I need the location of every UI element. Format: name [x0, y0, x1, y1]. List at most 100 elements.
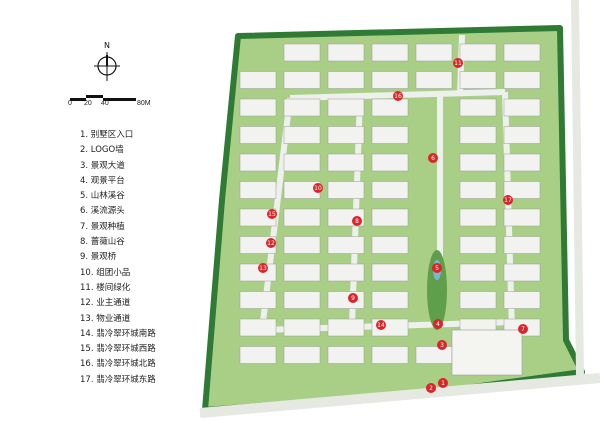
scale-label: 40 — [101, 100, 109, 107]
marker-label: 16 — [394, 93, 402, 100]
villa-building — [371, 346, 409, 364]
villa-building — [371, 153, 409, 172]
marker-label: 10 — [314, 185, 322, 192]
villa-building — [459, 236, 497, 254]
villa-building — [239, 291, 277, 309]
villa-building — [459, 208, 497, 227]
map-marker-4[interactable]: 4 — [433, 319, 443, 329]
marker-label: 2 — [429, 385, 433, 392]
map-marker-16[interactable]: 16 — [393, 91, 403, 101]
villa-building — [503, 153, 541, 172]
villa-building — [415, 43, 453, 62]
map-marker-11[interactable]: 11 — [453, 58, 463, 68]
marker-label: 8 — [355, 218, 359, 225]
villa-building — [327, 291, 365, 309]
marker-label: 17 — [504, 197, 512, 204]
villa-building — [283, 291, 321, 309]
map-marker-10[interactable]: 10 — [313, 183, 323, 193]
villa-building — [503, 98, 541, 117]
villa-building — [371, 126, 409, 144]
villa-building — [503, 208, 541, 227]
legend-item: 16. 翡冷翠环城北路 — [80, 359, 156, 370]
scale-bar — [70, 95, 136, 101]
villa-building — [283, 153, 321, 172]
map-marker-1[interactable]: 1 — [438, 378, 448, 388]
villa-building — [371, 71, 409, 89]
marker-label: 1 — [441, 380, 445, 387]
legend-item: 2. LOGO墙 — [80, 145, 124, 156]
map-marker-5[interactable]: 5 — [432, 263, 442, 273]
legend-item: 11. 楼间绿化 — [80, 282, 131, 293]
legend-item: 10. 组团小品 — [80, 267, 131, 278]
villa-building — [459, 181, 497, 199]
villa-building — [459, 98, 497, 117]
villa-building — [239, 346, 277, 364]
map-marker-6[interactable]: 6 — [428, 153, 438, 163]
villa-building — [459, 43, 497, 62]
villa-building — [239, 318, 277, 337]
map-marker-9[interactable]: 9 — [348, 293, 358, 303]
villa-building — [327, 43, 365, 62]
villa-buildings — [239, 43, 541, 364]
villa-building — [327, 153, 365, 172]
map-marker-8[interactable]: 8 — [352, 216, 362, 226]
legend-item: 4. 观景平台 — [80, 175, 125, 186]
villa-building — [283, 263, 321, 282]
map-marker-17[interactable]: 17 — [503, 195, 513, 205]
legend-item: 15. 翡冷翠环城西路 — [80, 344, 156, 355]
villa-building — [503, 291, 541, 309]
legend-item: 8. 蔷薇山谷 — [80, 237, 125, 248]
villa-building — [327, 98, 365, 117]
villa-building — [459, 126, 497, 144]
villa-building — [459, 291, 497, 309]
marker-label: 12 — [267, 240, 275, 247]
villa-building — [283, 318, 321, 337]
villa-building — [239, 181, 277, 199]
scale-label: 20 — [84, 100, 92, 107]
east-road — [571, 0, 584, 376]
legend-item: 7. 景观种植 — [80, 221, 125, 232]
map-marker-12[interactable]: 12 — [266, 238, 276, 248]
map-marker-7[interactable]: 7 — [518, 324, 528, 334]
villa-building — [239, 71, 277, 89]
map-marker-14[interactable]: 14 — [376, 320, 386, 330]
villa-building — [503, 43, 541, 62]
legend-item: 6. 溪流源头 — [80, 206, 125, 217]
villa-building — [327, 181, 365, 199]
villa-building — [283, 43, 321, 62]
villa-building — [327, 126, 365, 144]
map-marker-2[interactable]: 2 — [426, 383, 436, 393]
villa-building — [415, 346, 453, 364]
villa-building — [459, 263, 497, 282]
villa-building — [503, 181, 541, 199]
south-road — [199, 373, 600, 418]
villa-building — [371, 98, 409, 117]
villa-building — [459, 71, 497, 89]
villa-building — [503, 71, 541, 89]
villa-building — [283, 236, 321, 254]
legend-item: 14. 翡冷翠环城南路 — [80, 328, 156, 339]
scale-label: 80M — [137, 100, 151, 107]
villa-building — [503, 236, 541, 254]
legend-item: 5. 山林溪谷 — [80, 191, 125, 202]
legend-item: 17. 翡冷翠环城东路 — [80, 374, 156, 385]
map-marker-13[interactable]: 13 — [258, 263, 268, 273]
marker-label: 13 — [259, 265, 267, 272]
villa-building — [371, 208, 409, 227]
villa-building — [503, 126, 541, 144]
marker-label: 7 — [521, 326, 525, 333]
villa-building — [327, 71, 365, 89]
villa-building — [371, 291, 409, 309]
map-marker-3[interactable]: 3 — [437, 340, 447, 350]
villa-building — [283, 98, 321, 117]
legend-item: 9. 景观桥 — [80, 252, 117, 263]
marker-label: 6 — [431, 155, 435, 162]
villa-building — [371, 263, 409, 282]
north-label: N — [104, 41, 110, 50]
marker-label: 9 — [351, 295, 355, 302]
villa-building — [239, 126, 277, 144]
legend-item: 12. 业主通道 — [80, 298, 131, 309]
map-marker-15[interactable]: 15 — [267, 209, 277, 219]
villa-building — [283, 346, 321, 364]
